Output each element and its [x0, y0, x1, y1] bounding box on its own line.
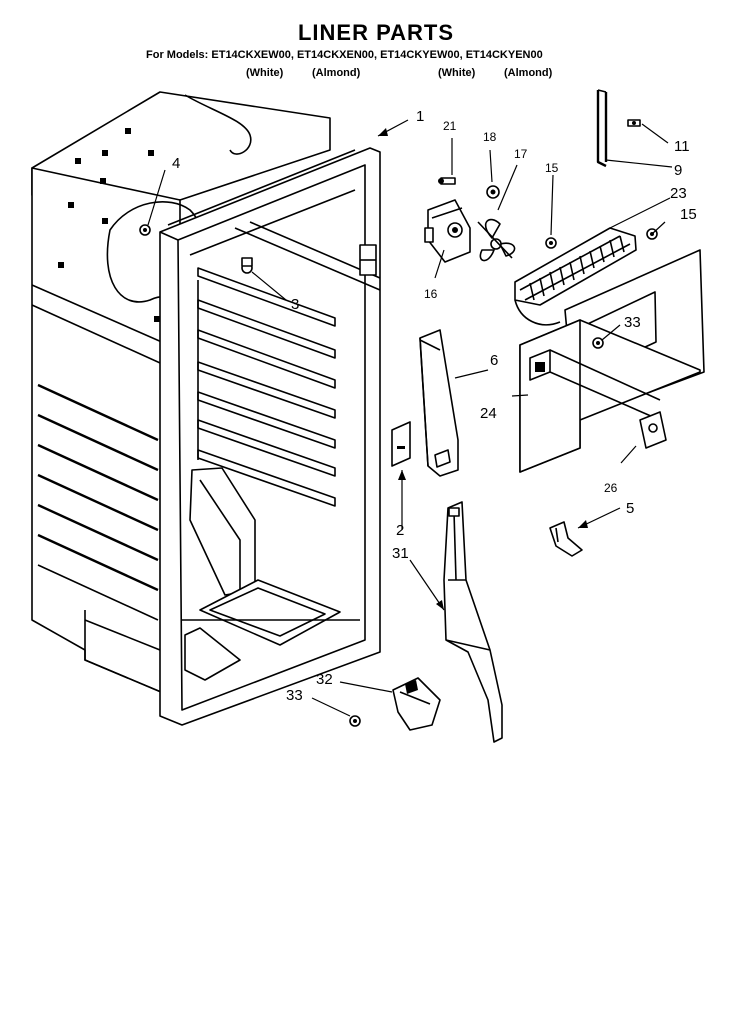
rod-part-9 [596, 89, 608, 168]
callout-leaders [147, 119, 673, 717]
cabinet-shell [31, 91, 378, 701]
liner-bottom-compartment [182, 467, 360, 681]
callout-9: 9 [674, 162, 682, 179]
plate-part-26 [639, 411, 667, 449]
screw-part-33-upper [592, 337, 604, 349]
callout-32: 32 [316, 671, 333, 688]
clip-part-5 [549, 521, 583, 557]
callout-33-upper: 33 [624, 314, 641, 331]
callout-31: 31 [392, 545, 409, 562]
callout-5: 5 [626, 500, 634, 517]
variant-label-almond-1: (Almond) [312, 67, 361, 79]
plate-part-2 [391, 421, 411, 467]
screw-part-3 [241, 257, 253, 274]
screw-part-4 [139, 224, 151, 236]
models-line: For Models: ET14CKXEW00, ET14CKXEN00, ET… [146, 49, 543, 61]
screw-part-33-lower [349, 715, 361, 727]
screw-part-15-upper [545, 237, 557, 249]
channel-part-31 [443, 501, 503, 743]
fan-motor-assembly [424, 199, 516, 263]
callout-23: 23 [670, 185, 687, 202]
callout-17: 17 [514, 147, 528, 161]
variant-label-white-1: (White) [246, 67, 284, 79]
callout-6: 6 [490, 352, 498, 369]
panel-part-24 [519, 319, 701, 473]
liner-shelf-ribs [197, 267, 336, 507]
callout-4: 4 [172, 155, 180, 172]
callout-15-upper: 15 [545, 161, 559, 175]
callout-11: 11 [674, 138, 690, 155]
screw-part-11 [627, 119, 641, 127]
page-title: LINER PARTS [297, 20, 455, 45]
callout-24: 24 [480, 405, 497, 422]
callout-3: 3 [291, 296, 299, 313]
callout-16: 16 [424, 287, 438, 301]
callout-33-lower: 33 [286, 687, 303, 704]
grommet-part-18 [486, 185, 500, 199]
callout-2: 2 [396, 522, 404, 539]
variant-label-white-2: (White) [438, 67, 476, 79]
duct-part-6 [419, 329, 459, 477]
callout-1: 1 [416, 108, 424, 125]
callout-15-right: 15 [680, 206, 697, 223]
callout-26: 26 [604, 481, 618, 495]
callout-18: 18 [483, 130, 497, 144]
evaporator-grille-part-23 [514, 227, 637, 326]
screw-part-21 [438, 177, 456, 185]
variant-label-almond-2: (Almond) [504, 67, 553, 79]
bracket-part-32 [392, 677, 441, 731]
callout-21: 21 [443, 119, 457, 133]
